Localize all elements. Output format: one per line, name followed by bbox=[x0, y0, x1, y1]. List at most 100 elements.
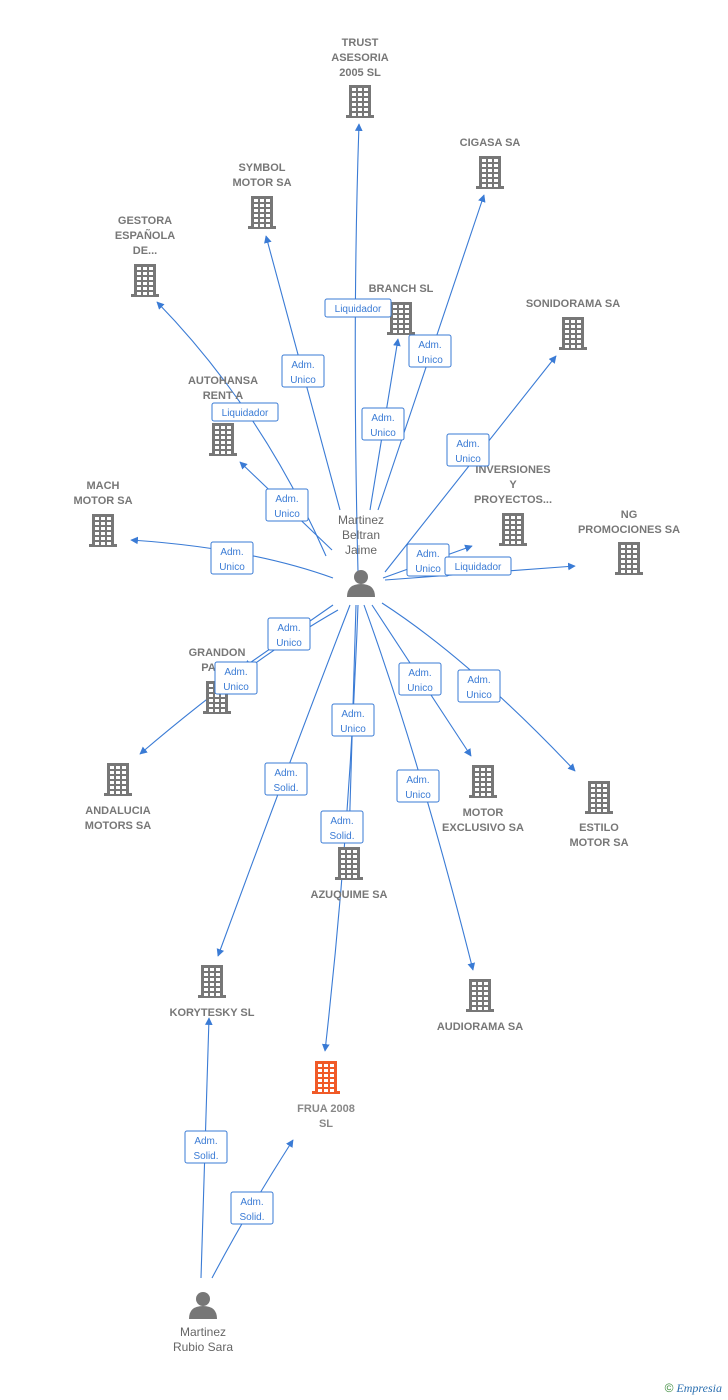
node-label-line: INVERSIONES bbox=[475, 464, 550, 476]
node-label-line: Jaime bbox=[345, 543, 377, 557]
edge-label-box bbox=[320, 810, 364, 844]
edge-label-box bbox=[230, 1191, 274, 1225]
company-node-sonidorama[interactable]: SONIDORAMA SA bbox=[526, 298, 620, 350]
edge-label-text: Unico bbox=[415, 564, 441, 575]
node-label-line: AZUQUIME SA bbox=[311, 889, 388, 901]
edge-label-p1-korytesky[interactable]: Adm.Solid. bbox=[264, 762, 308, 796]
edge-label-text: Solid. bbox=[329, 831, 354, 842]
edge-label-p1-branch[interactable]: Adm. Unico bbox=[361, 407, 405, 441]
node-label-line: AUTOHANSA bbox=[188, 375, 258, 387]
edge-label-box bbox=[444, 556, 512, 576]
edge-label-text: Adm. bbox=[275, 494, 298, 505]
edge-label-p1-estilo[interactable]: Adm. Unico bbox=[457, 669, 501, 703]
edge-label-text: Unico bbox=[219, 562, 245, 573]
edge-label-box bbox=[331, 703, 375, 737]
edge-label-p2-frua[interactable]: Adm.Solid. bbox=[230, 1191, 274, 1225]
node-label-line: MOTOR SA bbox=[232, 177, 291, 189]
building-icon bbox=[499, 513, 527, 546]
building-icon bbox=[469, 765, 497, 798]
edge-label-box bbox=[361, 407, 405, 441]
node-label-line: EXCLUSIVO SA bbox=[442, 822, 524, 834]
edge-label-p1-trust[interactable]: Liquidador bbox=[324, 298, 392, 318]
building-icon bbox=[346, 85, 374, 118]
edge-label-p1-motorexcl[interactable]: Adm.Unico bbox=[398, 662, 442, 696]
company-node-audiorama[interactable]: AUDIORAMA SA bbox=[437, 979, 523, 1033]
edge-label-text: Unico bbox=[405, 790, 431, 801]
edge-label-p1-mach[interactable]: Adm. Unico bbox=[210, 541, 254, 575]
edge-label-p1-andalucia[interactable]: Adm.Unico bbox=[214, 661, 258, 695]
building-icon bbox=[131, 264, 159, 297]
node-label-line: 2005 SL bbox=[339, 67, 381, 79]
node-label-line: SONIDORAMA SA bbox=[526, 298, 620, 310]
edge-label-text: Adm. bbox=[291, 360, 314, 371]
edge-label-p1-azuquime[interactable]: Adm.Unico bbox=[331, 703, 375, 737]
edge-label-text: Adm. bbox=[371, 413, 394, 424]
edge-label-text: Liquidador bbox=[335, 304, 382, 315]
edge-label-text: Liquidador bbox=[455, 562, 502, 573]
edge-label-p1-audiorama[interactable]: Adm.Unico bbox=[396, 769, 440, 803]
company-node-branch[interactable]: BRANCH SL bbox=[369, 283, 434, 335]
node-label-line: Martinez bbox=[180, 1325, 226, 1339]
node-label-line: SL bbox=[319, 1118, 333, 1130]
edge-label-p1-ng[interactable]: Liquidador bbox=[444, 556, 512, 576]
edge-label-text: Adm. bbox=[220, 547, 243, 558]
edge-label-text: Adm. bbox=[274, 768, 297, 779]
edge-label-text: Unico bbox=[340, 724, 366, 735]
building-icon bbox=[466, 979, 494, 1012]
node-label-line: GRANDON bbox=[189, 647, 246, 659]
node-label-line: MACH bbox=[87, 480, 120, 492]
company-node-cigasa[interactable]: CIGASA SA bbox=[460, 137, 521, 189]
edge-label-text: Adm. bbox=[416, 549, 439, 560]
building-icon bbox=[89, 514, 117, 547]
node-label-line: BRANCH SL bbox=[369, 283, 434, 295]
edge-label-box bbox=[210, 541, 254, 575]
edge-label-box bbox=[214, 661, 258, 695]
edge-label-text: Unico bbox=[466, 690, 492, 701]
person-icon bbox=[347, 570, 375, 597]
company-node-inversiones[interactable]: INVERSIONES Y PROYECTOS... bbox=[474, 464, 552, 546]
node-label-line: MOTOR bbox=[463, 807, 504, 819]
edge-label-p1-cigasa[interactable]: Adm.Unico bbox=[408, 334, 452, 368]
footer-brand[interactable]: © Empresia bbox=[665, 1381, 722, 1396]
company-node-motorexcl[interactable]: MOTOR EXCLUSIVO SA bbox=[442, 765, 524, 834]
building-icon bbox=[476, 156, 504, 189]
edge-label-p2-korytesky[interactable]: Adm.Solid. bbox=[184, 1130, 228, 1164]
edge-label-p1-gestora[interactable]: Liquidador bbox=[211, 402, 279, 422]
node-label-line: MOTOR SA bbox=[569, 837, 628, 849]
building-icon bbox=[312, 1061, 340, 1094]
edge-label-p1-inversiones[interactable]: Adm. Unico bbox=[406, 543, 450, 577]
edge-label-text: Unico bbox=[370, 428, 396, 439]
building-icon bbox=[104, 763, 132, 796]
edge-label-text: Adm. bbox=[240, 1197, 263, 1208]
edge-label-p1-symbol[interactable]: Adm.Unico bbox=[281, 354, 325, 388]
edge-label-p1-autohansa[interactable]: Adm.Unico bbox=[265, 488, 309, 522]
edge-label-p1-grandon[interactable]: Adm.Unico bbox=[267, 617, 311, 651]
node-label-line: Y bbox=[509, 479, 517, 491]
node-label-line: AUDIORAMA SA bbox=[437, 1021, 523, 1033]
node-label-line: PROYECTOS... bbox=[474, 494, 552, 506]
company-node-gestora[interactable]: GESTORAESPAÑOLADE... bbox=[115, 215, 175, 297]
edge-label-text: Adm. bbox=[224, 667, 247, 678]
edge-label-p1-frua[interactable]: Adm.Solid. bbox=[320, 810, 364, 844]
edge-p1-trust bbox=[354, 123, 363, 573]
edge-label-box bbox=[211, 402, 279, 422]
building-icon bbox=[559, 317, 587, 350]
edge-label-text: Adm. bbox=[467, 675, 490, 686]
company-node-azuquime[interactable]: AZUQUIME SA bbox=[311, 847, 388, 901]
edge-label-text: Adm. bbox=[277, 623, 300, 634]
building-icon bbox=[248, 196, 276, 229]
company-node-korytesky[interactable]: KORYTESKY SL bbox=[170, 965, 255, 1019]
edge-label-p1-sonidorama[interactable]: Adm.Unico bbox=[446, 433, 490, 467]
